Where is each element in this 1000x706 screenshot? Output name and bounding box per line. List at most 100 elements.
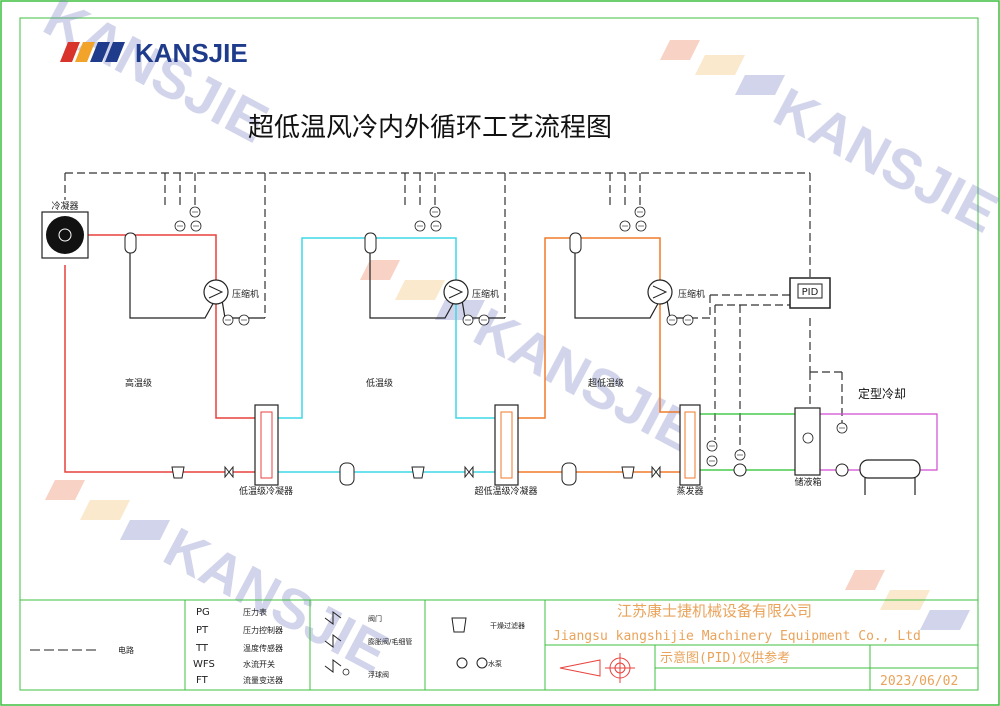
valve-symbol-icon	[324, 611, 342, 625]
expansion-valve-label: 膨胀阀/毛细管	[368, 637, 412, 646]
drawing-date: 2023/06/02	[880, 674, 958, 689]
evaporator-label: 蒸发器	[676, 485, 703, 497]
compressor-low: 压缩机	[443, 279, 499, 305]
brand-name: KANSJIE	[135, 38, 248, 68]
dry-filter-label: 干燥过滤器	[490, 621, 525, 630]
dry-filter-symbol-icon	[451, 617, 467, 633]
heat-exchanger-ultra: 超低温级冷凝器	[474, 404, 538, 497]
brand-logo: KANSJIE	[60, 38, 248, 68]
high-temp-loop	[64, 234, 255, 473]
gauge-icon	[174, 220, 186, 232]
abbr-desc: 压力表	[243, 607, 267, 617]
condenser-unit: 冷凝器	[41, 200, 89, 259]
abbr-desc: 压力控制器	[243, 625, 283, 635]
watermark-text: KANSJIE	[34, 0, 278, 155]
gauge-icon	[238, 314, 250, 326]
projection-symbol	[559, 653, 635, 683]
fan-icon	[46, 216, 84, 254]
company-name-en: Jiangsu kangshijie Machinery Equipment C…	[553, 629, 921, 644]
inner-border	[19, 17, 979, 691]
compressor-icon	[203, 279, 229, 305]
receiver-icon	[561, 462, 577, 486]
gauge-icon	[706, 455, 718, 467]
float-valve-label: 浮球阀	[368, 670, 389, 679]
receiver-icon	[339, 462, 355, 486]
expansion-valve-icon	[651, 465, 661, 479]
watermark-layer: KANSJIE KANSJIE KANSJIE KANSJIE	[34, 0, 1000, 685]
heat-exchanger-low: 低温级冷凝器	[239, 404, 293, 497]
gauge-icon	[189, 206, 201, 218]
stage-high-label: 高温级	[125, 377, 152, 389]
filter-icon	[411, 466, 425, 479]
shaping-cooling-label: 定型冷却	[858, 386, 906, 401]
compressor-ultra: 压缩机	[647, 279, 705, 305]
filter-icon	[171, 466, 185, 479]
storage-tank: 储液箱	[794, 407, 822, 488]
cooling-water-line	[700, 413, 795, 471]
compressor-label: 压缩机	[232, 288, 259, 300]
compressor-icon	[647, 279, 673, 305]
receiver-icon	[364, 232, 377, 254]
gauge-icon	[190, 220, 202, 232]
expansion-valve-icon	[224, 465, 234, 479]
level-gauge-icon	[802, 432, 814, 444]
pid-label: PID	[802, 287, 819, 298]
pump-symbol-icon	[456, 657, 468, 669]
gauge-icon	[619, 220, 631, 232]
valves	[224, 465, 661, 479]
gauge-icon	[666, 314, 678, 326]
gauge-icon	[462, 314, 474, 326]
stage-ultra-label: 超低温级	[588, 377, 624, 389]
pumps	[733, 463, 849, 477]
gauge-icon	[414, 220, 426, 232]
float-valve-symbol-icon	[324, 659, 342, 673]
gauge-icon	[478, 314, 490, 326]
logo-stripe-orange	[75, 42, 95, 62]
abbr-code: FT	[196, 675, 209, 686]
watermark-stripes	[45, 40, 970, 630]
abbreviation-list: PG 压力表 PT 压力控制器 TT 温度传感器 WFS 水流开关 FT 流量变…	[193, 607, 283, 686]
gauge-icon	[706, 440, 718, 452]
evaporator: 蒸发器	[676, 404, 704, 497]
tank-label: 储液箱	[794, 476, 821, 488]
abbr-code: PT	[196, 625, 209, 636]
pump-icon	[733, 463, 747, 477]
motor-symbol-icon	[476, 657, 488, 669]
legend-table: 电路 PG 压力表 PT 压力控制器 TT 温度传感器 WFS 水流开关 FT …	[20, 599, 978, 690]
gauge-icon	[734, 449, 746, 461]
low-temp-condenser-label: 低温级冷凝器	[239, 485, 293, 497]
circuit-label: 电路	[118, 645, 134, 655]
logo-stripe-blue	[105, 42, 125, 62]
expansion-valve-icon	[464, 465, 474, 479]
compressor-label: 压缩机	[472, 288, 499, 300]
abbr-code: TT	[195, 643, 209, 654]
abbr-code: PG	[196, 607, 210, 618]
gauge-icon	[836, 422, 848, 434]
disclaimer-note: 示意图(PID)仅供参考	[660, 650, 790, 666]
gauge-icon	[635, 220, 647, 232]
filter-icon	[621, 466, 635, 479]
compressor-label: 压缩机	[678, 288, 705, 300]
compressor-high: 压缩机	[203, 279, 259, 305]
abbr-desc: 流量变送器	[243, 675, 283, 685]
abbr-desc: 温度传感器	[243, 643, 283, 653]
stage-low-label: 低温级	[366, 377, 393, 389]
compressor-icon	[443, 279, 469, 305]
receiver-icon	[569, 232, 582, 254]
gauge-icon	[682, 314, 694, 326]
logo-stripe-blue	[90, 42, 110, 62]
company-name-cn: 江苏康士捷机械设备有限公司	[617, 602, 812, 620]
gauge-icon	[430, 220, 442, 232]
pump-label: 水泵	[488, 659, 502, 668]
receiver-icon	[124, 232, 137, 254]
gauge-icon	[429, 206, 441, 218]
expansion-valve-symbol-icon	[324, 634, 342, 648]
ultra-low-condenser-label: 超低温级冷凝器	[474, 485, 537, 497]
watermark-text: KANSJIE	[764, 75, 1000, 245]
valve-label: 阀门	[368, 614, 382, 623]
control-wiring	[64, 172, 843, 455]
diagram-title: 超低温风冷内外循环工艺流程图	[248, 113, 612, 143]
logo-stripe-red	[60, 42, 80, 62]
